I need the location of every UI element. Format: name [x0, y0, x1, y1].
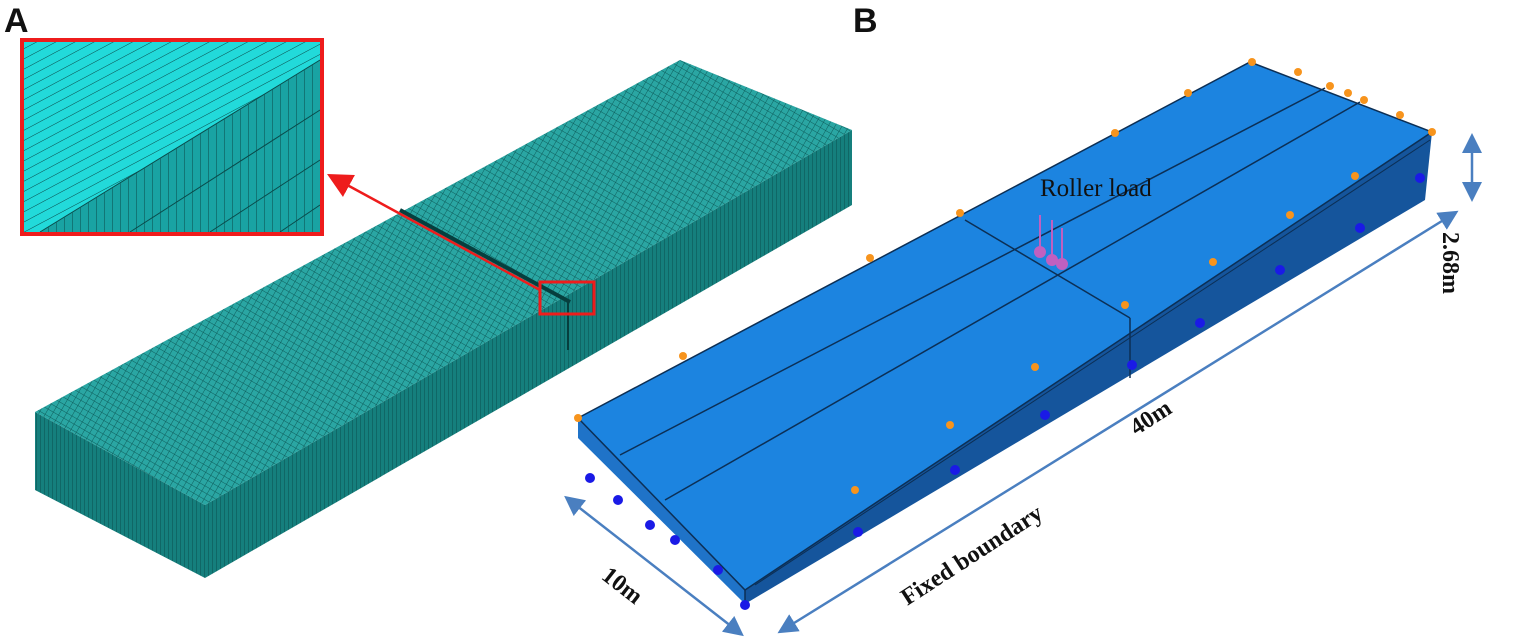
mesh-seam — [399, 208, 571, 304]
panel-label-a: A — [4, 2, 29, 40]
mesh-side-face — [205, 130, 852, 578]
height-label: 2.68m — [1437, 232, 1463, 294]
panel-label-b: B — [853, 2, 878, 40]
panel-a-inset — [20, 38, 324, 236]
panel-a-mesh-block — [35, 60, 852, 578]
zoom-region-box — [538, 280, 596, 316]
inset-border — [20, 38, 324, 236]
roller-load-label: Roller load — [1040, 175, 1152, 202]
mesh-front-face — [35, 412, 205, 578]
length-dimension-arrow — [777, 210, 1459, 634]
dimension-arrows — [564, 133, 1482, 637]
mesh-top-face — [35, 60, 852, 505]
zoom-arrow — [327, 174, 541, 292]
width-dimension-arrow — [564, 495, 744, 637]
